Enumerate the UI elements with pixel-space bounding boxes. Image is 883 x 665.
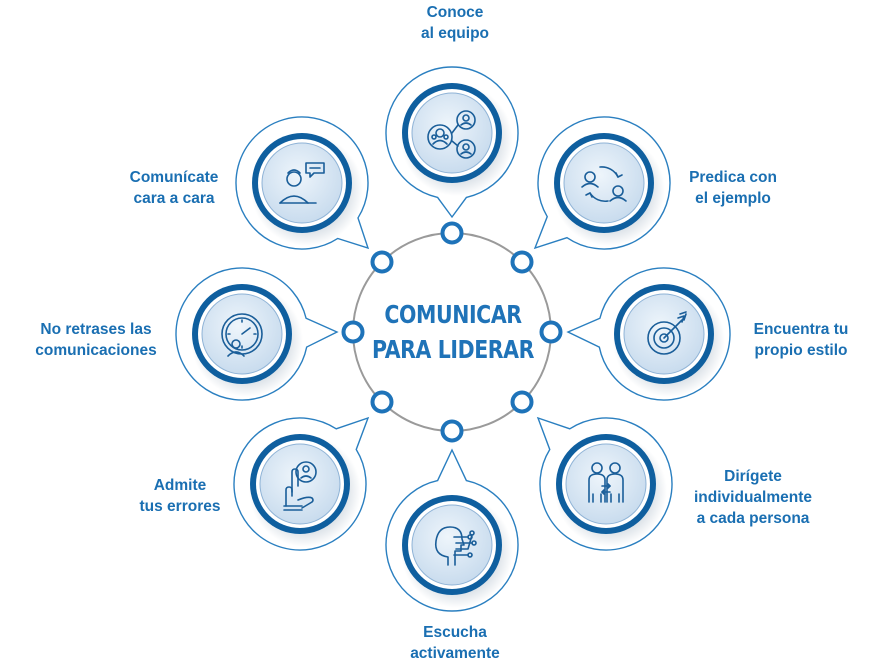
label-comunicate: Comunícate cara a cara bbox=[129, 169, 219, 207]
ring-dot bbox=[539, 320, 563, 344]
bubble-dirigete bbox=[536, 416, 673, 551]
head-network-icon bbox=[434, 526, 477, 566]
label-retrases: No retrases las comunicaciones bbox=[35, 321, 157, 359]
ring-dot bbox=[341, 320, 365, 344]
ring-dot bbox=[440, 221, 464, 245]
label-dirigete: Dirígete individualmente a cada persona bbox=[694, 468, 812, 527]
bubble-escucha bbox=[385, 448, 519, 612]
bubble-predica bbox=[533, 116, 671, 250]
bubble-conoce bbox=[385, 66, 519, 219]
ring-dot bbox=[510, 390, 534, 414]
label-conoce: Conoce al equipo bbox=[420, 4, 490, 42]
people-exchange-icon bbox=[581, 166, 627, 203]
team-network-icon bbox=[427, 110, 476, 159]
center-title-line2: PARA LIDERAR bbox=[371, 335, 535, 364]
ring-dot bbox=[440, 419, 464, 443]
icon-disc bbox=[259, 443, 341, 525]
target-arrow-icon bbox=[647, 311, 687, 355]
clock-person-icon bbox=[221, 313, 263, 357]
ring-dot bbox=[370, 390, 394, 414]
bubble-admite bbox=[233, 416, 370, 551]
hand-person-icon bbox=[283, 461, 317, 511]
person-speech-icon bbox=[279, 162, 325, 204]
ring-dot bbox=[510, 250, 534, 274]
bubble-estilo bbox=[566, 267, 731, 401]
label-estilo: Encuentra tu propio estilo bbox=[753, 321, 849, 359]
center-title-line1: COMUNICAR bbox=[384, 300, 522, 329]
bubble-comunicate bbox=[235, 116, 370, 250]
ring-dot bbox=[370, 250, 394, 274]
icon-disc bbox=[565, 443, 647, 525]
label-predica: Predica con el ejemplo bbox=[689, 169, 777, 207]
icon-disc bbox=[411, 504, 493, 586]
label-admite: Admite tus errores bbox=[139, 477, 221, 515]
icon-disc bbox=[261, 142, 343, 224]
center-title: COMUNICAR PARA LIDERAR bbox=[370, 297, 536, 367]
icon-disc bbox=[563, 142, 645, 224]
bubble-retrases bbox=[175, 267, 339, 401]
label-escucha: Escucha activamente bbox=[410, 624, 500, 662]
two-people-icon bbox=[588, 462, 624, 503]
